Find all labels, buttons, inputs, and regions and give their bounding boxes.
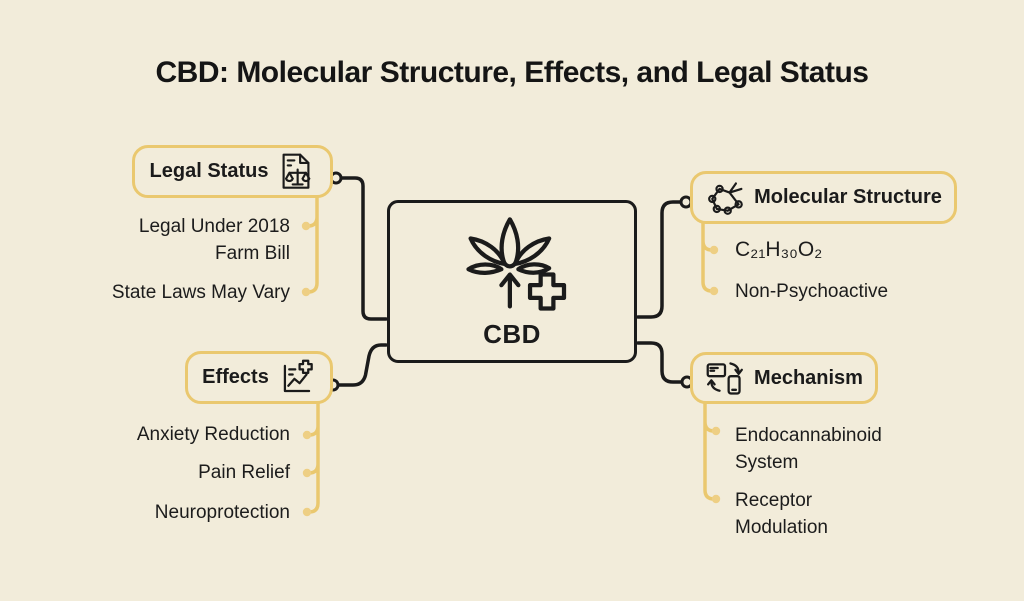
- legal-document-scales-icon: [282, 153, 311, 189]
- mechanism-item-endocannabinoid: Endocannabinoid System: [735, 425, 882, 473]
- legal-status-item-state-laws: State Laws May Vary: [111, 282, 290, 303]
- bullet-effects-item-2: [302, 468, 312, 478]
- page-title: CBD: Molecular Structure, Effects, and L…: [155, 56, 869, 89]
- molecular-item-non-psychoactive: Non-Psychoactive: [735, 281, 889, 302]
- connector-mechanism: [636, 341, 683, 384]
- bracket-effects: [307, 401, 320, 514]
- bullet-effects-item-3: [302, 507, 312, 517]
- node-effects-label: Effects: [202, 366, 269, 388]
- central-node-cbd: CBD: [387, 200, 637, 363]
- molecular-item-formula: C₂₁H₃₀O₂: [735, 238, 823, 261]
- bullet-effects-item-1: [302, 430, 312, 440]
- legal-status-item-farm-bill: Legal Under 2018 Farm Bill: [138, 216, 290, 264]
- bullet-mechanism-item-1: [711, 426, 721, 436]
- node-mechanism: Mechanism: [690, 352, 878, 404]
- bullet-molecular-item-2: [709, 286, 719, 296]
- molecule-icon: [708, 181, 743, 215]
- effects-item-pain: Pain Relief: [198, 462, 290, 483]
- node-legal-status: Legal Status: [132, 145, 333, 198]
- node-effects: Effects: [185, 351, 333, 404]
- node-molecular-structure-label: Molecular Structure: [754, 186, 942, 208]
- health-chart-icon: [283, 359, 313, 392]
- connector-legal-status: [339, 176, 388, 321]
- effects-item-neuroprotection: Neuroprotection: [154, 502, 290, 523]
- cannabis-leaf-medical-cross-icon: [466, 217, 567, 311]
- node-mechanism-label: Mechanism: [754, 366, 863, 389]
- central-node-label: CBD: [483, 319, 541, 349]
- bracket-mechanism: [703, 401, 716, 501]
- mechanism-item-receptor: Receptor Modulation: [735, 490, 828, 538]
- bullet-molecular-item-1: [709, 245, 719, 255]
- connector-molecular-structure: [636, 200, 682, 319]
- device-sync-icon: [706, 362, 743, 395]
- bracket-legal-status: [306, 195, 319, 294]
- effects-item-anxiety: Anxiety Reduction: [136, 424, 290, 445]
- bullet-legal-item-2: [301, 287, 311, 297]
- node-legal-status-label: Legal Status: [149, 160, 269, 182]
- bracket-molecular-structure: [701, 221, 714, 293]
- bullet-mechanism-item-2: [711, 494, 721, 504]
- connector-effects: [336, 343, 388, 387]
- bullet-legal-item-1: [301, 221, 311, 231]
- node-molecular-structure: Molecular Structure: [690, 171, 957, 224]
